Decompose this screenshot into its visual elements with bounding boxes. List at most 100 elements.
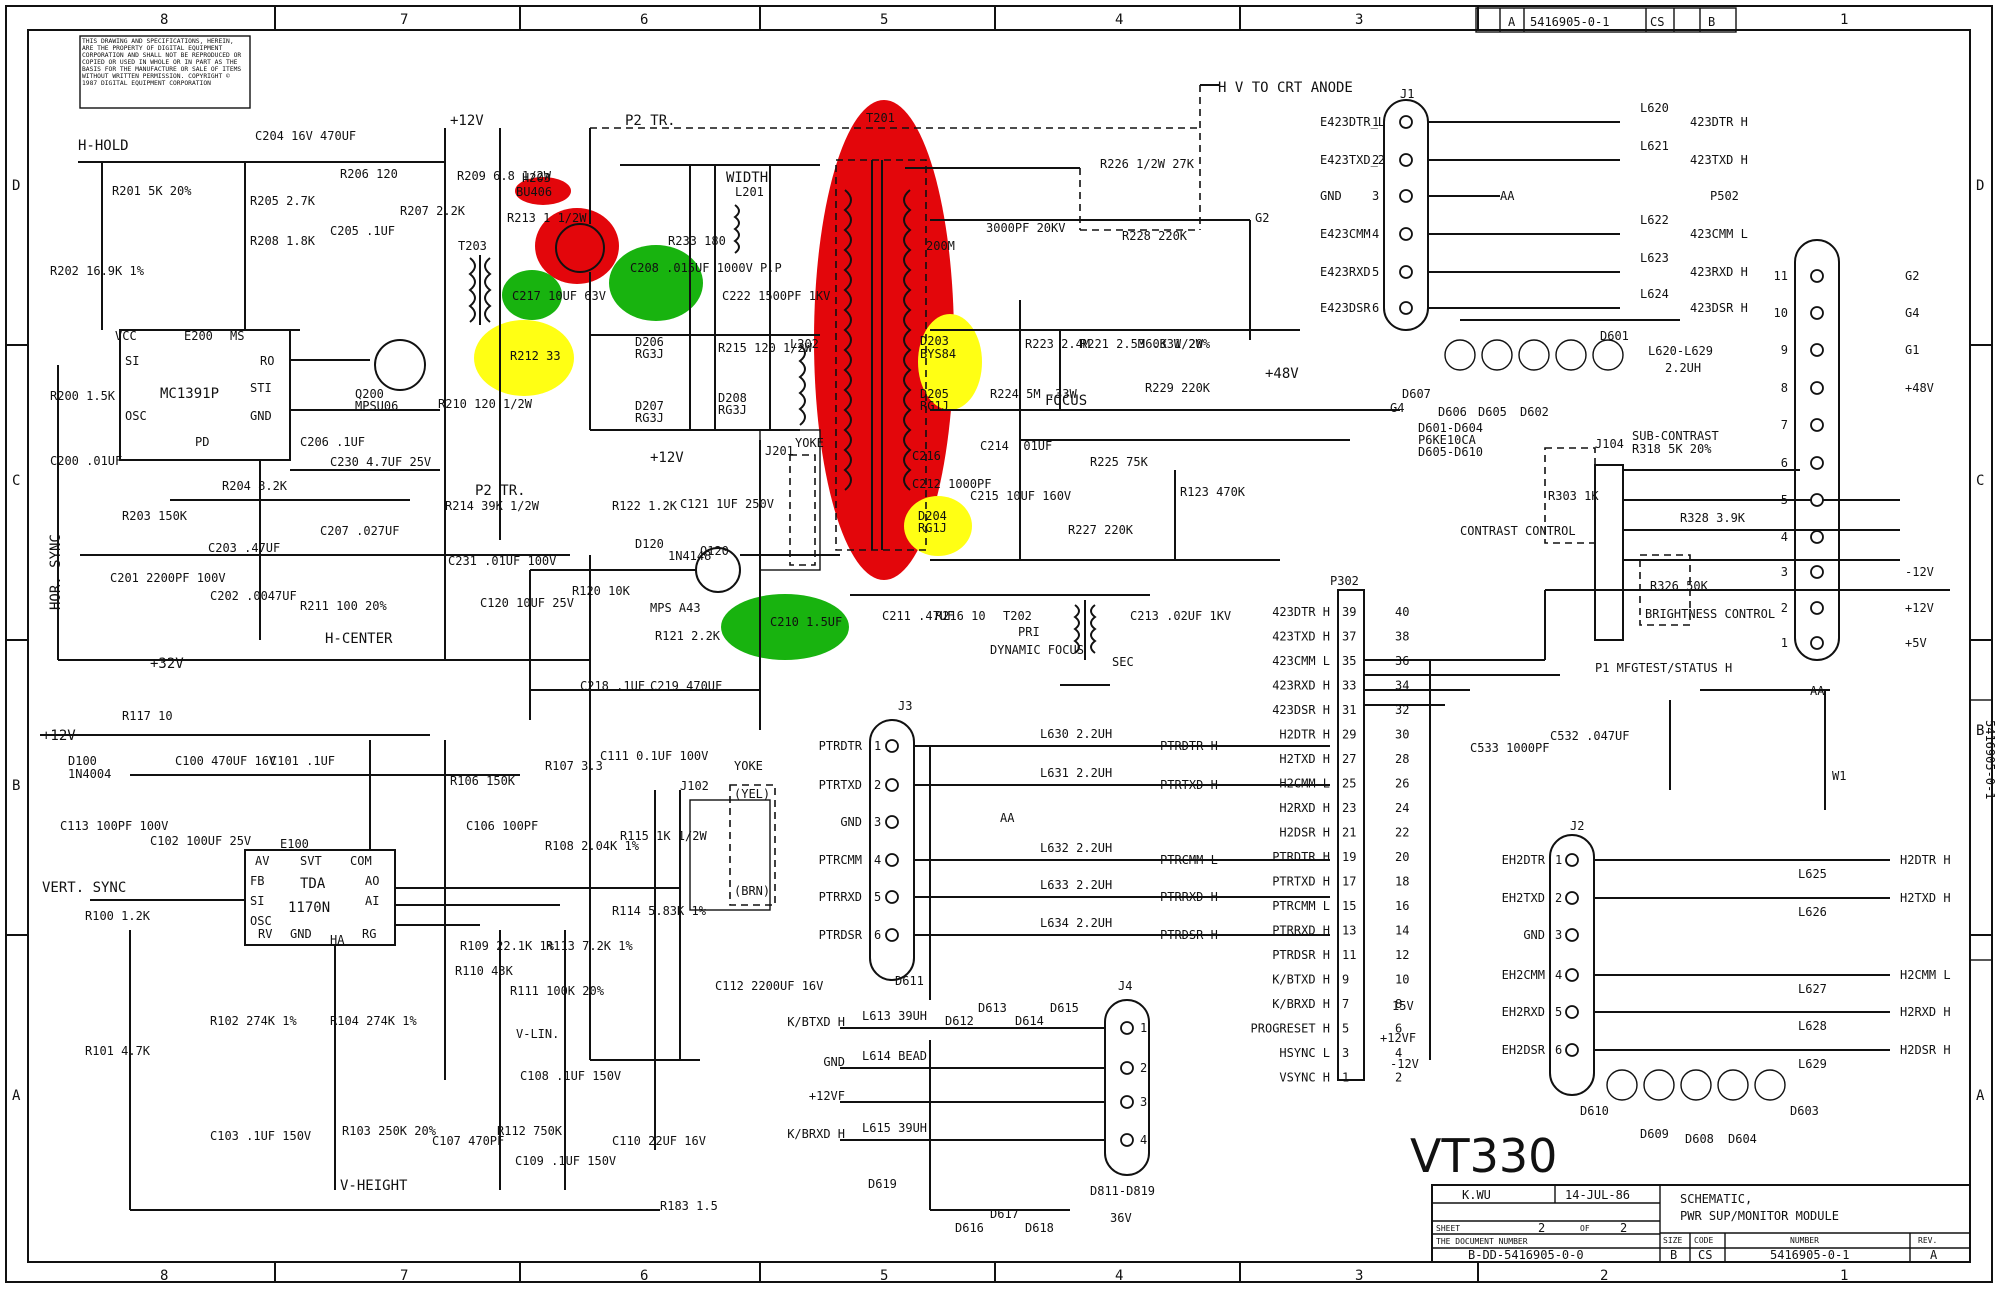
label-c205: C205 .1UF xyxy=(330,224,395,238)
connector-j104-body xyxy=(1594,464,1624,641)
label-d609: D609 xyxy=(1640,1127,1669,1141)
j4-signal-label: GND xyxy=(823,1055,845,1069)
label-d811-v: 36V xyxy=(1110,1211,1132,1225)
label-c120: C120 10UF 25V xyxy=(480,596,574,610)
label-sec: SEC xyxy=(1112,655,1134,669)
label-q200: Q200 xyxy=(355,387,384,401)
j3-signal-label: PTRCMM L xyxy=(1160,853,1218,867)
label-c207: C207 .027UF xyxy=(320,524,399,538)
label-r207: R207 2.2K xyxy=(400,204,466,218)
j3-pin-number: 3 xyxy=(874,815,881,829)
top-right-number: 5416905-0-1 xyxy=(1530,15,1609,29)
code-value: CS xyxy=(1698,1248,1712,1262)
label-plus12v-a: +12V xyxy=(450,113,484,129)
label-p1-mfgtest: P1 MFGTEST/STATUS H xyxy=(1595,661,1732,675)
sheet-number: 2 xyxy=(1538,1221,1545,1235)
label-h203: H203 xyxy=(522,171,551,185)
label-d610: D610 xyxy=(1580,1104,1609,1118)
label-g4-line: G4 xyxy=(1390,401,1404,415)
label-r215: R215 120 1/2W xyxy=(718,341,813,355)
label-d608: D608 xyxy=(1685,1132,1714,1146)
j4-pin-number: 2 xyxy=(1140,1061,1147,1075)
j2-pin-number: 3 xyxy=(1555,928,1562,942)
j4-signal-label: K/BTXD H xyxy=(787,1015,845,1029)
grid-row-right: B xyxy=(1976,723,1984,739)
j2-pin-number: 6 xyxy=(1555,1043,1562,1057)
label-d601-d604: D601-D604 xyxy=(1418,421,1483,435)
grid-row-left: A xyxy=(12,1088,21,1104)
label-c113: C113 100PF 100V xyxy=(60,819,168,833)
label-l620-val: 2.2UH xyxy=(1665,361,1701,375)
p302-signal-label: PTRTXD H xyxy=(1272,875,1330,889)
highlight-yellow-d204 xyxy=(904,496,972,556)
j4-signal-label: +12VF xyxy=(809,1089,845,1103)
j2-signal-label: H2CMM L xyxy=(1900,968,1951,982)
label-p302: P302 xyxy=(1330,574,1359,588)
label-c222: C222 1500PF 1KV xyxy=(722,289,830,303)
p502-pin-number: 9 xyxy=(1781,343,1788,357)
j2-pin-label: EH2TXD xyxy=(1502,891,1545,905)
p502-signal-label: +5V xyxy=(1905,636,1927,650)
ic-e100-pin-gnd: GND xyxy=(290,927,312,941)
label-hcenter: H-CENTER xyxy=(325,631,393,647)
label-vlin: V-LIN. xyxy=(516,1027,559,1041)
label-c106: C106 100PF xyxy=(466,819,538,833)
p302-signal-label: H2DSR H xyxy=(1279,826,1330,840)
label-d605: D605 xyxy=(1478,405,1507,419)
label-r107: R107 3.3 xyxy=(545,759,603,773)
p302-pin-number: 37 xyxy=(1342,630,1356,644)
label-contrast-control: CONTRAST CONTROL xyxy=(1460,524,1576,538)
p302-pin-number: 33 xyxy=(1342,679,1356,693)
p502-pin-number: 1 xyxy=(1781,636,1788,650)
j2-pin-label: GND xyxy=(1523,928,1545,942)
label-ic1: MC1391P xyxy=(160,386,219,402)
grid-col-bottom: 4 xyxy=(1115,1268,1123,1284)
j1-inductor-label: L620 xyxy=(1640,101,1669,115)
label-c206: C206 .1UF xyxy=(300,435,365,449)
label-r210: R210 120 1/2W xyxy=(438,397,533,411)
j1-inductor-label: L622 xyxy=(1640,213,1669,227)
connector-pins xyxy=(885,115,1824,1147)
j1-pin-label: GND xyxy=(1320,189,1342,203)
p302-pin-number: 2 xyxy=(1395,1071,1402,1085)
grid-col-bottom: 2 xyxy=(1600,1268,1608,1284)
j3-inductor-label: L633 2.2UH xyxy=(1040,878,1112,892)
label-r214: R214 39K 1/2W xyxy=(445,499,540,513)
p302-pin-number: 24 xyxy=(1395,801,1409,815)
ic-e200-pin-si: SI xyxy=(125,354,139,368)
j1-pin-number: 5 xyxy=(1372,265,1379,279)
p302-signal-label: 423RXD H xyxy=(1272,679,1330,693)
j3-signal-label: PTRDTR H xyxy=(1160,739,1218,753)
drawing-date: 14-JUL-86 xyxy=(1565,1188,1630,1202)
ic-e200-pin-vcc: VCC xyxy=(115,329,137,343)
p502-signal-label: +48V xyxy=(1905,381,1934,395)
j3-pin-label: PTRCMM xyxy=(819,853,862,867)
label-e100: E100 xyxy=(280,837,309,851)
label-d206-part: RG3J xyxy=(635,347,664,361)
label-d208-part: RG3J xyxy=(718,403,747,417)
label-d616: D616 xyxy=(955,1221,984,1235)
copyright-box: THIS DRAWING AND SPECIFICATIONS, HEREIN,… xyxy=(79,35,251,109)
label-c211: C211 .47UF xyxy=(882,609,954,623)
label-c230: C230 4.7UF 25V xyxy=(330,455,431,469)
p302-signal-label: 423DSR H xyxy=(1272,703,1330,717)
label-c212: C212 1000PF xyxy=(912,477,991,491)
j3-pin-number: 6 xyxy=(874,928,881,942)
label-r120: R120 10K xyxy=(572,584,631,598)
grid-labels: 8 7 6 5 4 3 1 8 7 6 5 4 3 2 1 D C B A D … xyxy=(12,12,1985,1284)
j4-inductor-label: L615 39UH xyxy=(862,1121,927,1135)
p302-signal-label: 423TXD H xyxy=(1272,630,1330,644)
p302-pin-number: 9 xyxy=(1342,973,1349,987)
copyright-note: THIS DRAWING AND SPECIFICATIONS, HEREIN,… xyxy=(82,38,242,87)
label-r123: R123 470K xyxy=(1180,485,1246,499)
j3-pin-label: GND xyxy=(840,815,862,829)
label-r212: R212 33 xyxy=(510,349,561,363)
label-j104: J104 xyxy=(1595,437,1624,451)
label-r122: R122 1.2K xyxy=(612,499,678,513)
j3-pin-label: PTRTXD xyxy=(819,778,862,792)
label-c214: C214 .01UF xyxy=(980,439,1052,453)
label-c213: C213 .02UF 1KV xyxy=(1130,609,1231,623)
j3-pin-number: 5 xyxy=(874,890,881,904)
p302-pin-number: 14 xyxy=(1395,924,1409,938)
